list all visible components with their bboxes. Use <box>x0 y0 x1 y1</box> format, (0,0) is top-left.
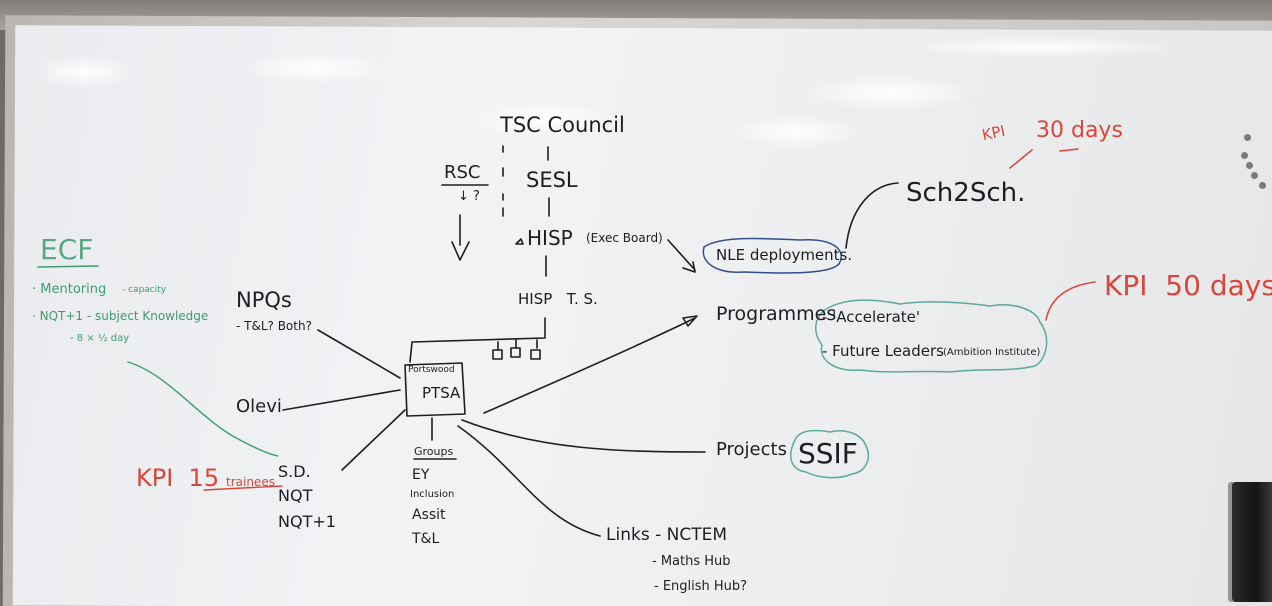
glare-reflection <box>900 36 1180 58</box>
nqt-label: NQT <box>278 486 313 505</box>
ecf-days: - 8 × ½ day <box>70 333 130 344</box>
down-arrow <box>451 214 470 261</box>
glare-reflection <box>470 100 620 140</box>
hisp-ts-label: HISP T. S. <box>518 290 598 308</box>
kpi-50-days: KPI 50 days <box>1104 269 1272 302</box>
magnet <box>1241 152 1248 159</box>
future-leaders-label: - Future Leaders <box>822 342 944 360</box>
group-item: Inclusion <box>410 489 455 500</box>
magnet <box>1246 162 1253 169</box>
glare-reflection <box>240 52 390 84</box>
spoke-line <box>461 419 706 453</box>
connector-line <box>409 317 546 363</box>
kpi-30-days: 30 days <box>1036 118 1123 143</box>
ssif-label: SSIF <box>798 437 858 470</box>
glare-reflection <box>30 55 140 89</box>
kpi-dash <box>1059 148 1079 152</box>
group-item: T&L <box>412 531 440 547</box>
portswood-label: Portswood <box>408 365 455 375</box>
arrow <box>667 239 696 273</box>
ecf-nqt1: · NQT+1 - subject Knowledge <box>32 309 209 323</box>
links-nctem-label: Links - NCTEM <box>606 525 727 545</box>
ecf-link-curve <box>127 361 279 457</box>
rsc-note: ↓ ? <box>458 189 480 204</box>
arrow-head <box>515 238 524 245</box>
spoke-line <box>483 317 696 414</box>
tsc-council-label: TSC Council <box>500 113 625 137</box>
hisp-label: HISP <box>527 226 573 250</box>
kpi-connector <box>1045 281 1096 321</box>
spoke-line <box>282 389 401 411</box>
ecf-mentoring-note: - capacity <box>122 285 167 295</box>
npqs-sub-label: - T&L? Both? <box>236 319 312 333</box>
ambition-institute-note: (Ambition Institute) <box>943 347 1041 358</box>
ptsa-box <box>404 362 466 417</box>
small-box <box>510 347 521 358</box>
glare-reflection <box>800 75 980 111</box>
arrow-head <box>682 315 698 327</box>
ecf-mentoring: · Mentoring <box>32 282 107 297</box>
kpi-underline <box>203 485 283 491</box>
small-box <box>492 349 503 360</box>
spoke-line <box>341 409 406 471</box>
small-box <box>530 349 541 360</box>
spoke-line <box>457 425 601 537</box>
sesl-label: SESL <box>526 168 578 192</box>
nle-bubble <box>702 237 842 274</box>
programmes-cloud <box>815 299 1048 373</box>
board-eraser <box>1232 482 1272 602</box>
projects-label: Projects <box>716 439 787 460</box>
ptsa-label: PTSA <box>422 384 461 402</box>
kpi-15: KPI 15 <box>136 464 220 492</box>
nqt-plus-1-label: NQT+1 <box>278 512 336 531</box>
sch2sch-label: Sch2Sch. <box>906 178 1026 208</box>
ssif-cloud <box>790 429 870 479</box>
ecf-title: ECF <box>40 233 94 266</box>
connector-line <box>845 182 899 249</box>
kpi-15-trainees-note: trainees <box>226 475 275 489</box>
maths-hub-label: - Maths Hub <box>652 554 731 569</box>
magnet <box>1244 134 1251 141</box>
ecf-underline <box>37 265 99 268</box>
english-hub-label: - English Hub? <box>654 579 748 594</box>
glare-reflection <box>730 115 860 149</box>
magnet <box>1251 172 1258 179</box>
connector-line <box>497 339 538 351</box>
olevi-label: Olevi <box>236 396 282 417</box>
groups-title: Groups <box>414 445 454 458</box>
programmes-label: Programmes <box>716 303 837 325</box>
kpi-dash <box>1009 149 1033 169</box>
nle-deployments-label: NLE deployments. <box>716 246 853 264</box>
sd-label: S.D. <box>278 462 311 481</box>
group-item: EY <box>412 467 430 483</box>
group-item: Assit <box>412 507 446 523</box>
accelerate-label: - 'Accelerate' <box>822 308 921 326</box>
hisp-exec-board-note: (Exec Board) <box>586 231 663 245</box>
spoke-line <box>317 329 401 379</box>
magnet <box>1259 182 1266 189</box>
rsc-label: RSC <box>444 162 481 183</box>
npqs-label: NPQs <box>236 288 292 312</box>
